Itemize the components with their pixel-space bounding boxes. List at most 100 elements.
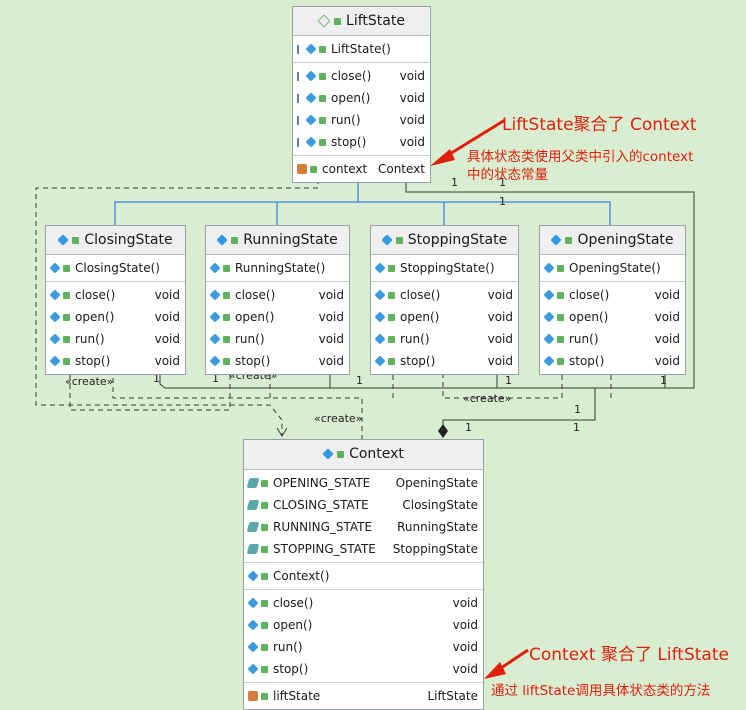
method-row[interactable]: stop()void <box>540 350 685 372</box>
constant-field-icon <box>246 500 260 510</box>
class-icon <box>57 234 70 246</box>
multiplicity-label: 1 <box>499 176 506 189</box>
method-icon <box>247 570 259 582</box>
lock-icon <box>388 357 395 365</box>
method-row[interactable]: close()void <box>46 284 185 306</box>
openingstate-class[interactable]: OpeningState OpeningState() close()void … <box>539 225 686 375</box>
constructor-row[interactable]: OpeningState() <box>540 257 685 279</box>
lock-icon <box>388 264 395 272</box>
method-icon <box>305 70 317 82</box>
lock-icon <box>223 291 230 299</box>
lock-icon <box>557 264 564 272</box>
method-icon <box>543 333 555 345</box>
class-header: OpeningState <box>540 226 685 255</box>
create-label: «create» <box>65 375 114 388</box>
constructor-section: RunningState() <box>206 255 349 282</box>
lock-icon <box>261 599 268 607</box>
method-row[interactable]: stop()void <box>46 350 185 372</box>
constructor-row[interactable]: ClosingState() <box>46 257 185 279</box>
method-row[interactable]: stop()void <box>293 131 430 153</box>
method-row[interactable]: run()void <box>540 328 685 350</box>
constructor-row[interactable]: RunningState() <box>206 257 349 279</box>
lock-icon <box>337 450 345 458</box>
method-row[interactable]: open()void <box>244 614 483 636</box>
method-row[interactable]: run()void <box>46 328 185 350</box>
constructor-section: LiftState() <box>293 36 430 63</box>
methods-section: close()void open()void run()void stop()v… <box>371 282 518 374</box>
method-row[interactable]: close()void <box>371 284 518 306</box>
lock-icon <box>557 313 564 321</box>
field-icon <box>297 164 307 174</box>
lock-icon <box>63 291 70 299</box>
annotation-context-note: 通过 liftState调用具体状态类的方法 <box>491 683 711 699</box>
method-icon <box>305 114 317 126</box>
lock-icon <box>319 138 326 146</box>
closingstate-class[interactable]: ClosingState ClosingState() close()void … <box>45 225 186 375</box>
constructor-section: ClosingState() <box>46 255 185 282</box>
method-row[interactable]: run()void <box>206 328 349 350</box>
method-row[interactable]: open()void <box>46 306 185 328</box>
constructor-row[interactable]: LiftState() <box>293 38 430 60</box>
class-header: ClosingState <box>46 226 185 255</box>
lock-icon <box>261 545 268 553</box>
annotation-context-aggregates: Context 聚合了 LiftState <box>529 645 729 665</box>
method-icon <box>49 311 61 323</box>
lock-icon <box>261 572 268 580</box>
method-row[interactable]: close()void <box>540 284 685 306</box>
multiplicity-label: 1 <box>212 372 219 385</box>
method-row[interactable]: open()void <box>293 87 430 109</box>
lock-icon <box>63 335 70 343</box>
method-row[interactable]: run()void <box>371 328 518 350</box>
class-title: LiftState <box>346 13 405 29</box>
lock-icon <box>223 357 230 365</box>
class-icon <box>216 234 228 246</box>
method-icon <box>305 92 317 104</box>
runningstate-class[interactable]: RunningState RunningState() close()void … <box>205 225 350 375</box>
lock-icon <box>261 523 268 531</box>
class-header: StoppingState <box>371 226 518 255</box>
indicator-icon <box>297 137 306 147</box>
class-header: LiftState <box>293 7 430 36</box>
liftstate-class[interactable]: LiftState LiftState() close()void open()… <box>292 6 431 183</box>
lock-icon <box>231 236 239 244</box>
multiplicity-label: 1 <box>505 374 512 387</box>
method-icon <box>374 262 386 274</box>
create-label: «create» <box>463 392 512 405</box>
multiplicity-label: 1 <box>499 195 506 208</box>
method-row[interactable]: stop()void <box>206 350 349 372</box>
constructor-row[interactable]: Context() <box>244 565 483 587</box>
method-icon <box>374 311 386 323</box>
lock-icon <box>395 236 403 244</box>
lock-icon <box>565 236 573 244</box>
stoppingstate-class[interactable]: StoppingState StoppingState() close()voi… <box>370 225 519 375</box>
lock-icon <box>261 665 268 673</box>
method-row[interactable]: open()void <box>206 306 349 328</box>
method-row[interactable]: run()void <box>244 636 483 658</box>
method-icon <box>305 43 317 55</box>
lock-icon <box>261 643 268 651</box>
method-row[interactable]: close()void <box>293 65 430 87</box>
method-row[interactable]: close()void <box>244 592 483 614</box>
method-icon <box>543 311 555 323</box>
method-row[interactable]: stop()void <box>244 658 483 680</box>
constructor-row[interactable]: StoppingState() <box>371 257 518 279</box>
method-row[interactable]: open()void <box>540 306 685 328</box>
method-icon <box>209 262 221 274</box>
method-row[interactable]: close()void <box>206 284 349 306</box>
method-row[interactable]: open()void <box>371 306 518 328</box>
annotation-liftstate-note-line1: 具体状态类使用父类中引入的context <box>467 149 694 165</box>
lock-icon <box>319 45 326 53</box>
method-icon <box>543 262 555 274</box>
constructor-section: StoppingState() <box>371 255 518 282</box>
lock-icon <box>261 621 268 629</box>
method-row[interactable]: run()void <box>293 109 430 131</box>
method-row[interactable]: stop()void <box>371 350 518 372</box>
